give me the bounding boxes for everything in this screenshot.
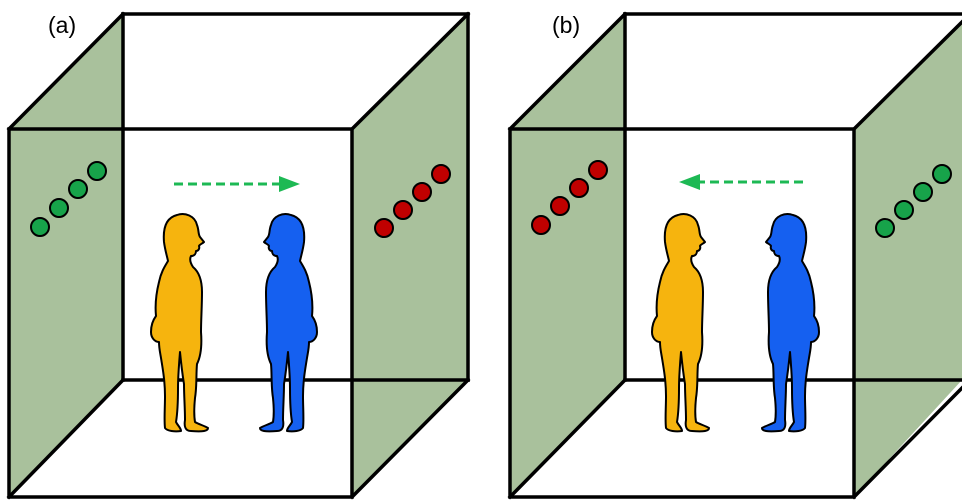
panel-b: (b) [507,11,962,500]
green-dot-row [875,164,952,238]
red-dot [531,215,551,235]
red-dot [588,160,608,180]
red-dot [374,218,394,238]
green-dot [875,218,895,238]
blue-person [761,213,820,433]
red-dot-row [531,160,608,235]
right-wall [352,14,468,497]
panel-label-b: (b) [552,12,580,38]
green-dot [932,164,952,184]
green-dot [894,200,914,220]
green-dot [68,179,88,199]
left-wall [510,14,625,497]
right-wall [854,22,962,497]
red-dot [393,200,413,220]
yellow-person [651,213,710,433]
green-dot-row [30,161,107,237]
green-dot [87,161,107,181]
red-dot [550,196,570,216]
green-dot [913,182,933,202]
arrow-left [679,174,803,190]
blue-person [259,213,318,433]
left-wall [9,14,123,497]
green-dot [30,217,50,237]
yellow-person [150,213,209,433]
red-dot [569,178,589,198]
green-dot [49,198,69,218]
panel-label-a: (a) [48,12,76,38]
arrow-right [174,176,300,192]
red-dot [412,182,432,202]
room-edges [6,11,471,500]
panel-a: (a) [6,11,471,500]
red-dot [431,164,451,184]
red-dot-row [374,164,451,238]
